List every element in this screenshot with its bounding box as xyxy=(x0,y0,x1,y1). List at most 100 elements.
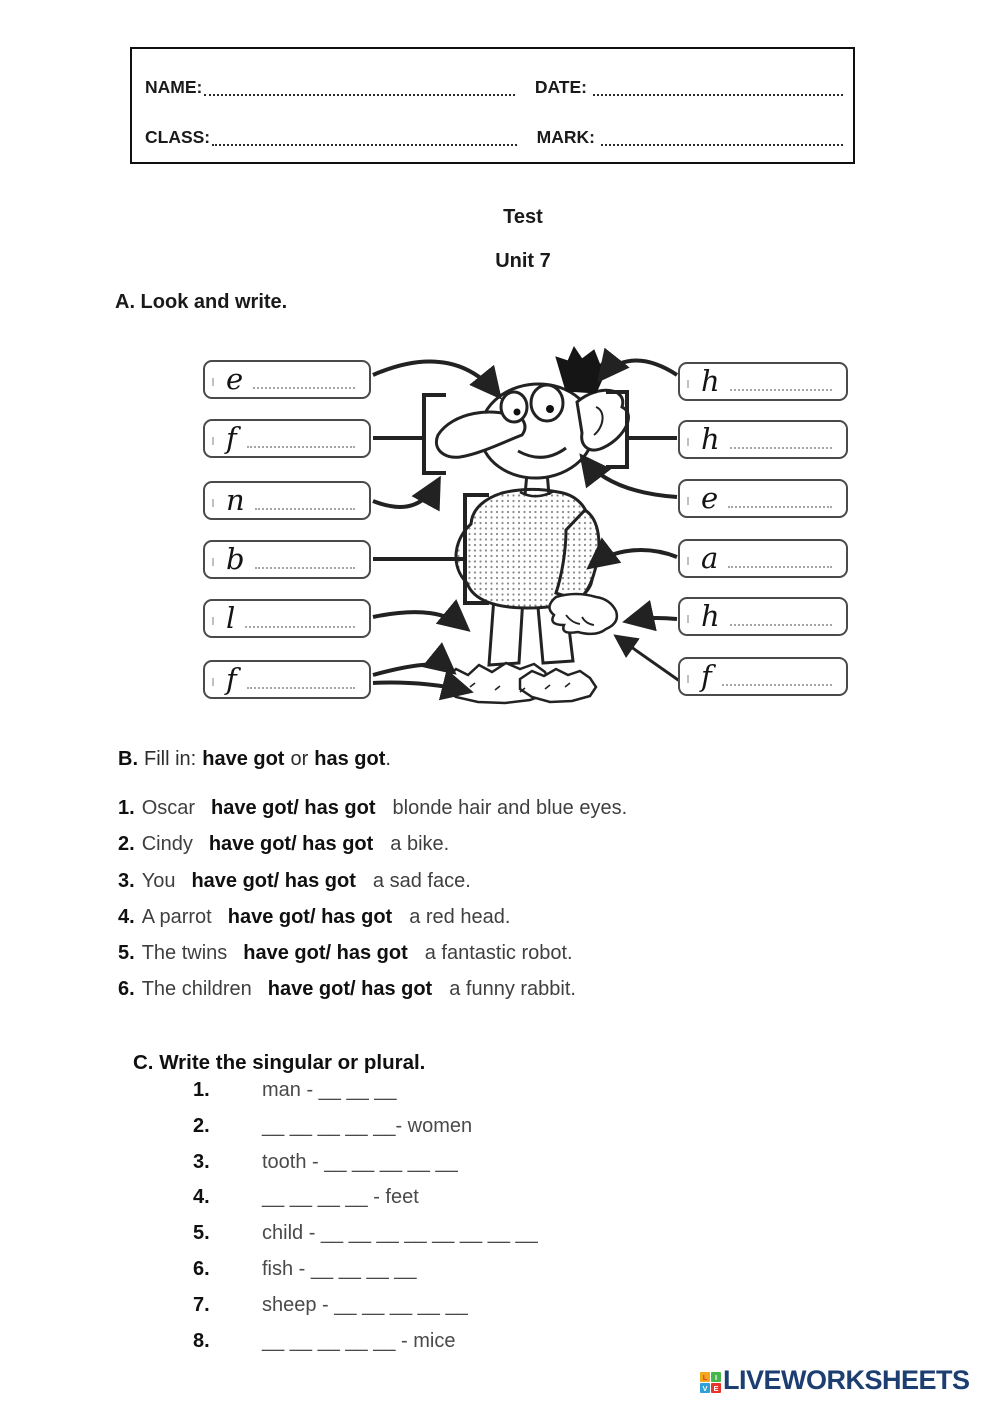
answer-box-left-6[interactable]: f xyxy=(203,660,371,699)
write-line xyxy=(721,684,832,686)
item-number: 5. xyxy=(118,942,135,965)
blank-answer-line[interactable]: man - __ __ __ xyxy=(262,1079,397,1101)
c-item-6: 6. fish - __ __ __ __ xyxy=(193,1252,538,1288)
write-tick xyxy=(687,675,689,683)
write-tick xyxy=(687,438,689,446)
write-line xyxy=(254,508,355,510)
item-subject: Cindy xyxy=(141,833,193,856)
cartoon-feet xyxy=(442,661,598,705)
answer-box-left-3[interactable]: n xyxy=(203,481,371,520)
mark-label: MARK: xyxy=(536,127,595,147)
write-tick xyxy=(212,378,214,386)
name-date-row: NAME: DATE: xyxy=(145,77,843,98)
answer-letter: a xyxy=(701,541,719,575)
name-fill-line xyxy=(204,82,515,96)
write-line xyxy=(245,626,355,628)
write-line xyxy=(254,567,355,569)
write-tick xyxy=(687,380,689,388)
logo-tile-i: I xyxy=(711,1372,721,1382)
c-item-3: 3. tooth - __ __ __ __ __ xyxy=(193,1145,538,1181)
date-label: DATE: xyxy=(534,77,587,97)
item-number: 4. xyxy=(118,905,135,928)
c-item-5: 5.child - __ __ __ __ __ __ __ __ xyxy=(193,1216,538,1252)
item-subject: You xyxy=(141,869,176,892)
bracket-body-left xyxy=(463,493,489,605)
item-number: 3. xyxy=(193,1150,210,1173)
blank-answer-line[interactable]: __ __ __ __ __- women xyxy=(262,1114,473,1137)
arrow-ear xyxy=(579,453,678,499)
answer-box-right-1[interactable]: h xyxy=(678,362,848,401)
answer-box-right-2[interactable]: h xyxy=(678,420,848,459)
item-number: 6. xyxy=(193,1257,210,1280)
student-info-box: NAME: DATE: CLASS: MARK: xyxy=(130,47,855,164)
answer-box-right-6[interactable]: f xyxy=(678,657,848,696)
mark-fill-line xyxy=(601,132,843,146)
cartoon-mouth xyxy=(517,446,567,459)
arrow-hair xyxy=(597,347,679,383)
blank-answer-line[interactable]: __ __ __ __ - feet xyxy=(262,1186,419,1209)
arrow-arm xyxy=(586,537,678,570)
item-rest: a fantastic robot. xyxy=(424,942,573,965)
item-number: 3. xyxy=(118,869,135,892)
blank-answer-line[interactable]: sheep - __ __ __ __ __ xyxy=(262,1293,468,1316)
write-tick xyxy=(687,557,689,565)
liveworksheets-logo-icon[interactable]: L I V E xyxy=(700,1372,721,1393)
answer-box-left-1[interactable]: e xyxy=(203,360,371,399)
write-line xyxy=(729,624,832,626)
item-subject: Oscar xyxy=(141,797,196,819)
blank-answer-line[interactable]: child - __ __ __ __ __ __ __ __ xyxy=(262,1222,538,1245)
class-fill-line xyxy=(212,132,517,146)
liveworksheets-logo-text[interactable]: LIVEWORKSHEETS xyxy=(723,1365,970,1395)
c-item-1: 1. man - __ __ __ xyxy=(193,1073,538,1109)
arrow-legs xyxy=(372,599,471,632)
have-has-choice[interactable]: have got/ has got xyxy=(211,797,376,819)
have-has-choice[interactable]: have got/ has got xyxy=(243,942,408,965)
section-b-period: . xyxy=(385,748,391,770)
answer-letter: n xyxy=(226,483,245,517)
have-has-choice[interactable]: have got/ has got xyxy=(191,869,356,892)
class-label: CLASS: xyxy=(145,127,211,147)
date-fill-line xyxy=(593,82,843,96)
arrow-eyes xyxy=(372,359,502,400)
answer-letter: h xyxy=(701,422,720,456)
blank-answer-line[interactable]: fish - __ __ __ __ xyxy=(262,1257,417,1280)
answer-box-right-3[interactable]: e xyxy=(678,479,848,518)
connector-lines xyxy=(373,436,677,561)
logo-tile-v: V xyxy=(700,1383,710,1393)
write-tick xyxy=(212,499,214,507)
answer-box-left-5[interactable]: l xyxy=(203,599,371,638)
cartoon-nose xyxy=(435,410,527,459)
item-number: 2. xyxy=(118,833,135,856)
answer-letter: l xyxy=(226,601,236,635)
cartoon-arm xyxy=(554,508,601,602)
answer-box-right-4[interactable]: a xyxy=(678,539,848,578)
have-has-choice[interactable]: have got/ has got xyxy=(208,833,374,856)
blank-answer-line[interactable]: tooth - __ __ __ __ __ xyxy=(262,1150,458,1173)
cartoon-hair xyxy=(555,345,607,394)
item-rest: a funny rabbit. xyxy=(449,978,576,1001)
item-rest: a red head. xyxy=(409,905,511,928)
write-tick xyxy=(687,497,689,505)
grouping-brackets xyxy=(422,390,629,605)
section-b-label: B. xyxy=(118,748,138,770)
have-has-choice[interactable]: have got/ has got xyxy=(227,905,393,928)
arrow-hand xyxy=(622,599,678,632)
item-subject: The twins xyxy=(141,942,228,965)
answer-box-right-5[interactable]: h xyxy=(678,597,848,636)
section-c-items: 1. man - __ __ __ 2.__ __ __ __ __- women… xyxy=(193,1073,538,1359)
have-has-choice[interactable]: have got/ has got xyxy=(267,978,433,1001)
cartoon-figure-illustration xyxy=(372,345,692,705)
write-tick xyxy=(212,617,214,625)
c-item-2: 2.__ __ __ __ __- women xyxy=(193,1109,538,1145)
blank-answer-line[interactable]: __ __ __ __ __ - mice xyxy=(262,1329,456,1352)
answer-box-left-2[interactable]: f xyxy=(203,419,371,458)
bracket-head-right xyxy=(606,390,629,469)
answer-box-left-4[interactable]: b xyxy=(203,540,371,579)
c-item-8: 8. __ __ __ __ __ - mice xyxy=(193,1324,538,1360)
section-b-option2: has got xyxy=(314,748,386,770)
item-number: 8. xyxy=(193,1329,210,1352)
item-number: 1. xyxy=(193,1079,210,1101)
